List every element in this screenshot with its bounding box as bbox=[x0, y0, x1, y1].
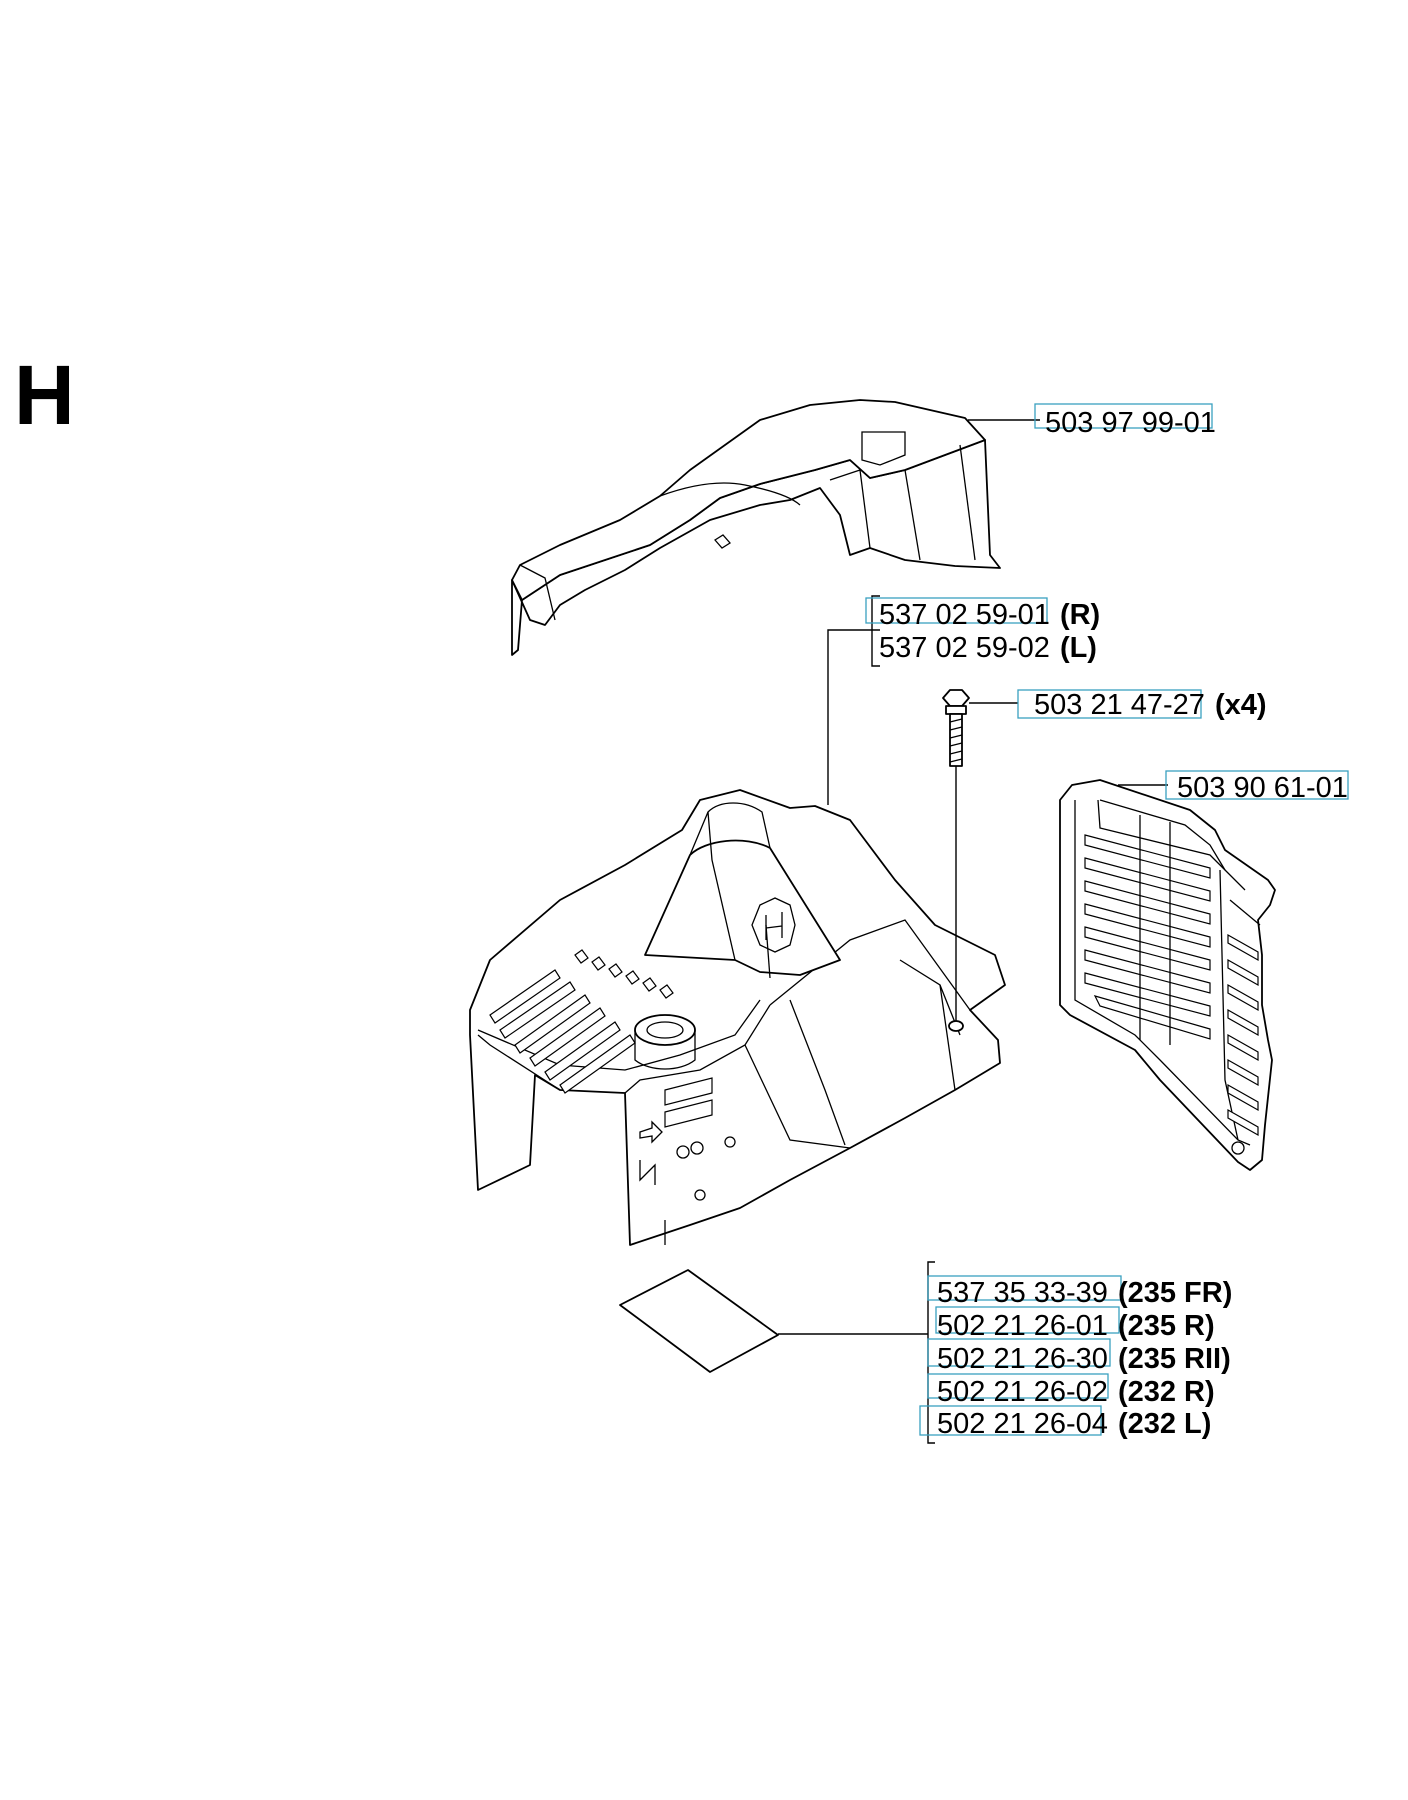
part-suffix-label: (L) bbox=[1060, 632, 1097, 664]
part-suffix-label: (232 R) bbox=[1118, 1376, 1215, 1408]
callout-labels: 503 97 99-01 537 02 59-01 (R) 537 02 59-0… bbox=[879, 407, 1348, 1440]
part-number-label: 503 97 99-01 bbox=[1045, 407, 1216, 439]
part-number-label: 537 02 59-02 bbox=[879, 632, 1050, 664]
part-suffix-label: (235 R) bbox=[1118, 1310, 1215, 1342]
screw-part bbox=[942, 689, 970, 1032]
part-suffix-label: (R) bbox=[1060, 599, 1100, 631]
adjust-screw-h-icon bbox=[676, 1145, 690, 1159]
part-number-label: 537 02 59-01 bbox=[879, 599, 1050, 631]
cylinder-cover-part bbox=[469, 789, 1006, 1246]
filter-slots bbox=[1084, 834, 1259, 1137]
part-number-label: 502 21 26-04 bbox=[937, 1408, 1108, 1440]
part-suffix-label: (235 RII) bbox=[1118, 1343, 1231, 1375]
highlight-boxes bbox=[865, 403, 1349, 1436]
callout-c6: 537 35 33-39 (235 FR) bbox=[937, 1277, 1232, 1309]
part-number-label: 502 21 26-30 bbox=[937, 1343, 1108, 1375]
decal-part bbox=[619, 1269, 779, 1373]
part-number-label: 503 21 47-27 bbox=[1034, 689, 1205, 721]
callout-c9: 502 21 26-02 (232 R) bbox=[937, 1376, 1215, 1408]
top-cover-part bbox=[511, 399, 1001, 656]
air-filter-grille-part bbox=[1059, 779, 1276, 1171]
arrow-icon bbox=[639, 1120, 663, 1144]
filler-cap-icon bbox=[634, 1014, 696, 1046]
part-number-label: 502 21 26-01 bbox=[937, 1310, 1108, 1342]
adjust-screw-l-icon bbox=[690, 1141, 704, 1155]
part-suffix-label: (232 L) bbox=[1118, 1408, 1211, 1440]
callout-c4: 503 21 47-27 (x4) bbox=[1034, 689, 1267, 721]
callout-c3: 537 02 59-02 (L) bbox=[879, 632, 1097, 664]
callout-c7: 502 21 26-01 (235 R) bbox=[937, 1310, 1215, 1342]
part-suffix-label: (235 FR) bbox=[1118, 1277, 1232, 1309]
callout-c10: 502 21 26-04 (232 L) bbox=[937, 1408, 1211, 1440]
cover-grille bbox=[489, 949, 674, 1094]
callout-c8: 502 21 26-30 (235 RII) bbox=[937, 1343, 1231, 1375]
part-number-label: 503 90 61-01 bbox=[1177, 772, 1348, 804]
part-number-label: 537 35 33-39 bbox=[937, 1277, 1108, 1309]
part-number-label: 502 21 26-02 bbox=[937, 1376, 1108, 1408]
part-suffix-label: (x4) bbox=[1215, 689, 1267, 721]
callout-c2: 537 02 59-01 (R) bbox=[879, 599, 1100, 631]
section-letter: H bbox=[14, 348, 75, 442]
